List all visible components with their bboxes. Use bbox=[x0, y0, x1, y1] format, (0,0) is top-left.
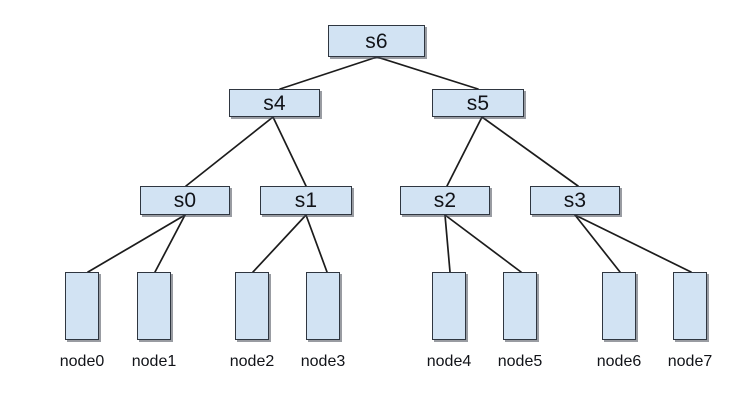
tree-node-label: s1 bbox=[294, 189, 318, 212]
edge-s6-s4 bbox=[279, 56, 378, 90]
edge-s0-node0 bbox=[87, 214, 186, 273]
tree-node-label: s0 bbox=[173, 189, 197, 212]
tree-node-label: s3 bbox=[563, 189, 587, 212]
leaf-box-node1[interactable] bbox=[137, 272, 171, 340]
tree-node-label: s4 bbox=[263, 91, 286, 115]
leaf-box-node6[interactable] bbox=[602, 272, 636, 340]
edge-s1-node2 bbox=[252, 214, 307, 273]
leaf-box-node2[interactable] bbox=[235, 272, 269, 340]
leaf-caption-node5: node5 bbox=[497, 353, 543, 370]
leaf-caption-node2: node2 bbox=[229, 353, 275, 370]
edge-s3-node6 bbox=[574, 214, 621, 273]
leaf-caption-node4: node4 bbox=[426, 353, 472, 370]
leaf-caption-node6: node6 bbox=[596, 353, 642, 370]
leaf-box-node4[interactable] bbox=[432, 272, 466, 340]
tree-node-s6[interactable]: s6 bbox=[328, 25, 425, 57]
edge-s5-s2 bbox=[446, 116, 483, 187]
leaf-box-node3[interactable] bbox=[306, 272, 340, 340]
edge-s2-node5 bbox=[444, 214, 522, 273]
tree-node-s5[interactable]: s5 bbox=[432, 89, 524, 117]
leaf-caption-node1: node1 bbox=[131, 353, 177, 370]
tree-node-s2[interactable]: s2 bbox=[400, 186, 490, 215]
edge-s4-s0 bbox=[185, 116, 274, 187]
edge-s0-node1 bbox=[154, 214, 186, 273]
edge-s6-s5 bbox=[376, 56, 479, 90]
leaf-caption-node0: node0 bbox=[59, 353, 105, 370]
tree-node-s4[interactable]: s4 bbox=[229, 89, 320, 117]
leaf-box-node7[interactable] bbox=[673, 272, 707, 340]
tree-node-label: s2 bbox=[433, 189, 457, 212]
leaf-box-node0[interactable] bbox=[65, 272, 99, 340]
tree-node-s3[interactable]: s3 bbox=[530, 186, 620, 215]
leaf-caption-node7: node7 bbox=[667, 353, 713, 370]
tree-node-s1[interactable]: s1 bbox=[260, 186, 352, 215]
tree-node-s0[interactable]: s0 bbox=[140, 186, 230, 215]
tree-node-label: s6 bbox=[365, 29, 388, 53]
edge-s2-node4 bbox=[444, 214, 451, 273]
tree-node-label: s5 bbox=[466, 91, 490, 115]
edge-s3-node7 bbox=[574, 214, 692, 273]
edge-s4-s1 bbox=[272, 116, 307, 187]
edge-s1-node3 bbox=[305, 214, 328, 273]
leaf-box-node5[interactable] bbox=[503, 272, 537, 340]
leaf-caption-node3: node3 bbox=[300, 353, 346, 370]
edge-s5-s3 bbox=[481, 116, 579, 187]
